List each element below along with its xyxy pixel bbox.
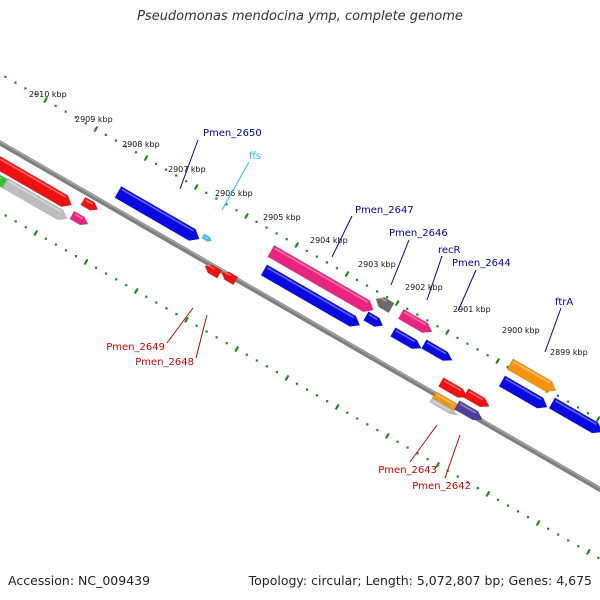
gene-pmen-2649 [204, 264, 223, 279]
pmen_2647-label: Pmen_2647 [355, 205, 414, 216]
ffs-leader [221, 161, 250, 211]
ftra-leader [544, 307, 562, 353]
gene-grey-inner [429, 397, 459, 416]
gene-pmen-2648 [221, 271, 239, 286]
ruler-ticks [4, 75, 600, 559]
ruler-outer-track [4, 75, 600, 423]
pmen_2646-leader [390, 239, 410, 286]
gene-pmen-2647 [267, 244, 374, 313]
ffs-label: ffs [249, 151, 261, 162]
topology-text: Topology: circular; Length: 5,072,807 bp… [248, 573, 592, 588]
ruler-label: 2901 kbp [453, 305, 491, 314]
recr-label: recR [438, 245, 461, 256]
gene-ffs [201, 233, 212, 242]
ruler-label: 2905 kbp [263, 213, 301, 222]
backbone-line [0, 140, 600, 493]
pmen_2646-label: Pmen_2646 [389, 228, 448, 239]
ruler-label: 2903 kbp [358, 260, 396, 269]
gene-pmen-2650 [114, 185, 200, 241]
ftra-label: ftrA [555, 297, 573, 308]
pmen_2643-label: Pmen_2643 [378, 465, 437, 476]
label-leader-lines [166, 139, 562, 479]
gene-blue-edge [548, 397, 600, 434]
gene-ftra [506, 358, 557, 393]
pmen_2642-label: Pmen_2642 [412, 481, 471, 492]
ruler-label: 2900 kbp [502, 326, 540, 335]
ruler-label: 2906 kbp [215, 189, 253, 198]
map-title: Pseudomonas mendocina ymp, complete geno… [137, 9, 463, 24]
gene-red-small-1 [80, 196, 99, 211]
genome-backbone [0, 140, 600, 493]
pmen_2648-leader [195, 314, 208, 359]
gene-blue-right [498, 375, 548, 409]
ruler-label: 2910 kbp [29, 90, 67, 99]
ruler-label: 2904 kbp [310, 236, 348, 245]
accession-text: Accession: NC_009439 [8, 573, 151, 588]
pmen_2650-label: Pmen_2650 [203, 128, 262, 139]
pmen_2647-leader [331, 215, 353, 258]
pmen_2648-label: Pmen_2648 [135, 357, 194, 368]
ruler-inner-track [4, 214, 600, 559]
gene-pmen-2646 [260, 264, 361, 327]
gene-red-inner-1 [438, 377, 468, 398]
gene-pink-small [69, 210, 89, 226]
pmen_2643-leader [409, 424, 438, 463]
gene-pmen-2644-a [397, 308, 433, 333]
gene-grey-small [375, 296, 395, 314]
gene-pmen-2642 [454, 400, 483, 421]
gene-red-inner-2 [463, 388, 490, 408]
pmen_2644-label: Pmen_2644 [452, 258, 511, 269]
ruler-label: 2902 kbp [405, 283, 443, 292]
ruler-label: 2899 kbp [550, 348, 588, 357]
gene-red-left-top [0, 155, 73, 208]
recr-leader [426, 255, 443, 301]
pmen_2649-leader [166, 307, 194, 344]
pmen_2644-leader [457, 269, 477, 312]
gene-recr [363, 311, 384, 327]
gene-grey-left [1, 177, 68, 220]
pmen_2642-leader [444, 434, 461, 479]
gene-pmen-2644-b [390, 327, 422, 349]
gene-blue-mid [421, 339, 453, 361]
ruler-label: 2908 kbp [122, 140, 160, 149]
pmen_2649-label: Pmen_2649 [106, 342, 165, 353]
pmen_2650-leader [179, 139, 199, 190]
gene-features [0, 155, 600, 434]
ruler-label: 2909 kbp [75, 115, 113, 124]
